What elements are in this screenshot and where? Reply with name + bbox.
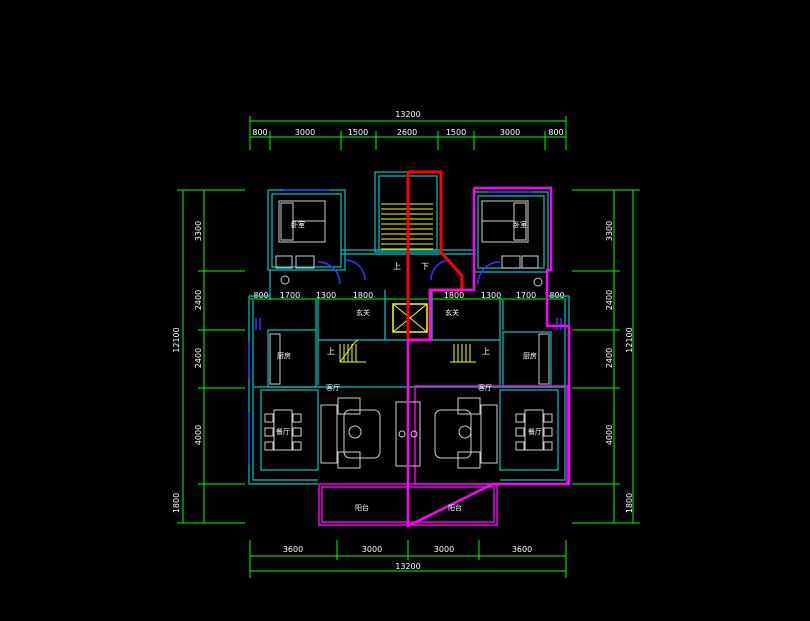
left-dimension-2: 2400 [194, 290, 203, 310]
room-label-living-right: 客厅 [478, 383, 492, 392]
mid-dimension-7: 1700 [516, 291, 536, 300]
room-label-dining-right: 餐厅 [528, 427, 542, 436]
left-dimension-1: 3300 [194, 221, 203, 241]
room-label-kitchen-right: 厨房 [523, 351, 537, 360]
mid-dimension-6: 1300 [481, 291, 501, 300]
stair-label-up-left: 上 [327, 347, 335, 356]
right-dimension-2: 2400 [605, 290, 614, 310]
right-dimension-3: 2400 [605, 348, 614, 368]
room-label-dining-left: 餐厅 [276, 427, 290, 436]
sofa-left [320, 404, 338, 464]
top-dimension-2: 3000 [295, 128, 315, 137]
top-dimension-7: 800 [548, 128, 563, 137]
furniture [264, 200, 553, 469]
mid-dimension-3: 1300 [316, 291, 336, 300]
top-dimension-4: 2600 [397, 128, 417, 137]
bottom-dimension-2: 3000 [362, 545, 382, 554]
left-dimension-chain [177, 189, 245, 524]
top-dimension-1: 800 [252, 128, 267, 137]
room-label-balcony-right: 阳台 [448, 503, 462, 512]
mid-dimension-2: 1700 [280, 291, 300, 300]
top-total-dimension: 13200 [395, 110, 420, 119]
unit-boundary-magenta [406, 186, 571, 529]
stair-label-up-right: 上 [482, 347, 490, 356]
bottom-total-dimension: 13200 [395, 562, 420, 571]
stair-label-down-main: 下 [421, 262, 429, 271]
bottom-dimension-3: 3000 [434, 545, 454, 554]
right-dimension-1: 3300 [605, 221, 614, 241]
top-dimension-chain [249, 116, 567, 150]
top-dimension-6: 3000 [500, 128, 520, 137]
right-total-dimension: 12100 [625, 327, 634, 352]
room-label-living-left: 客厅 [326, 383, 340, 392]
left-dimension-5: 1800 [172, 493, 181, 513]
bottom-dimension-4: 3600 [512, 545, 532, 554]
left-total-dimension: 12100 [172, 327, 181, 352]
dining-table-right [524, 409, 544, 451]
right-dimension-5: 1800 [625, 493, 634, 513]
room-label-foyer-right: 玄关 [445, 308, 459, 317]
room-label-kitchen-left: 厨房 [277, 351, 291, 360]
room-label-balcony-left: 阳台 [355, 503, 369, 512]
right-dimension-chain [572, 189, 640, 524]
mid-dimension-5: 1800 [444, 291, 464, 300]
right-dimension-4: 4000 [605, 425, 614, 445]
top-dimension-3: 1500 [348, 128, 368, 137]
dining-table-left [273, 409, 293, 451]
room-label-bedroom-left: 卧室 [291, 220, 305, 229]
bottom-dimension-1: 3600 [283, 545, 303, 554]
left-dimension-4: 4000 [194, 425, 203, 445]
left-dimension-3: 2400 [194, 348, 203, 368]
top-dimension-5: 1500 [446, 128, 466, 137]
room-label-bedroom-right: 卧室 [513, 220, 527, 229]
stair-label-up-main: 上 [393, 262, 401, 271]
mid-dimension-4: 1800 [353, 291, 373, 300]
room-label-foyer-left: 玄关 [356, 308, 370, 317]
bottom-dimension-chain [249, 540, 567, 578]
sofa-right [480, 404, 498, 464]
